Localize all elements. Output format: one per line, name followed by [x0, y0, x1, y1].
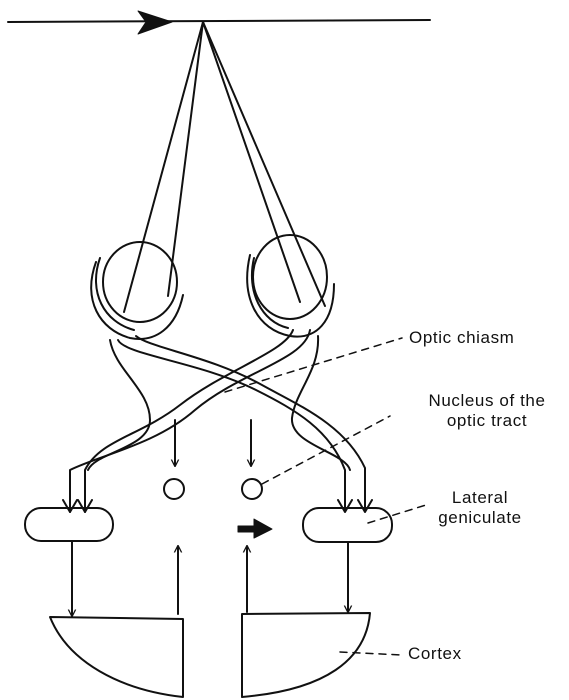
nerve-right-to-left-a: [84, 329, 294, 513]
nerve-right-to-left-b: [69, 329, 311, 513]
arrowhead-lgn-right-2: [357, 499, 373, 513]
left-eye: [102, 241, 178, 323]
right-eye-inner-arc: [250, 257, 289, 329]
ray-left-inner: [167, 21, 204, 297]
right-eye: [252, 234, 328, 320]
ray-right-outer: [202, 21, 326, 307]
stimulus-line: [7, 19, 431, 23]
label-optic-chiasm: Optic chiasm: [409, 328, 515, 347]
left-nucleus-optic-tract: [163, 478, 185, 500]
leader-nucleus: [261, 415, 391, 485]
left-eye-outer-arc: [90, 261, 184, 340]
nerve-left-to-right-a: [117, 339, 346, 511]
leader-lateral-geniculate: [367, 504, 427, 524]
ray-right-inner: [202, 21, 301, 303]
right-cortex: [241, 612, 371, 698]
label-nucleus-line2: optic tract: [446, 411, 528, 430]
left-eye-inner-arc: [95, 257, 135, 331]
ray-left-outer: [123, 21, 204, 313]
label-nucleus-line1: Nucleus of the: [428, 391, 546, 410]
label-nucleus-optic-tract: Nucleus of the optic tract: [412, 391, 562, 431]
label-cortex: Cortex: [408, 644, 462, 663]
label-lateral-geniculate: Lateral geniculate: [428, 488, 532, 528]
right-nucleus-optic-tract: [241, 478, 263, 500]
label-lateral-line1: Lateral: [451, 488, 509, 507]
arrowhead-lgn-left-2: [77, 499, 93, 513]
left-lateral-geniculate: [24, 507, 114, 542]
nerve-left-uncrossed: [87, 339, 151, 471]
label-lateral-line2: geniculate: [438, 508, 522, 527]
leader-optic-chiasm: [224, 337, 403, 393]
arrowhead-lgn-right-1: [337, 499, 353, 513]
nerve-left-to-right-b: [135, 335, 366, 511]
right-lateral-geniculate: [302, 507, 393, 543]
preferred-direction-arrow: [237, 518, 273, 539]
leader-cortex: [339, 651, 403, 656]
left-cortex: [49, 616, 184, 698]
arrowhead-lgn-left-1: [62, 499, 78, 513]
motion-direction-arrow: [137, 10, 173, 35]
